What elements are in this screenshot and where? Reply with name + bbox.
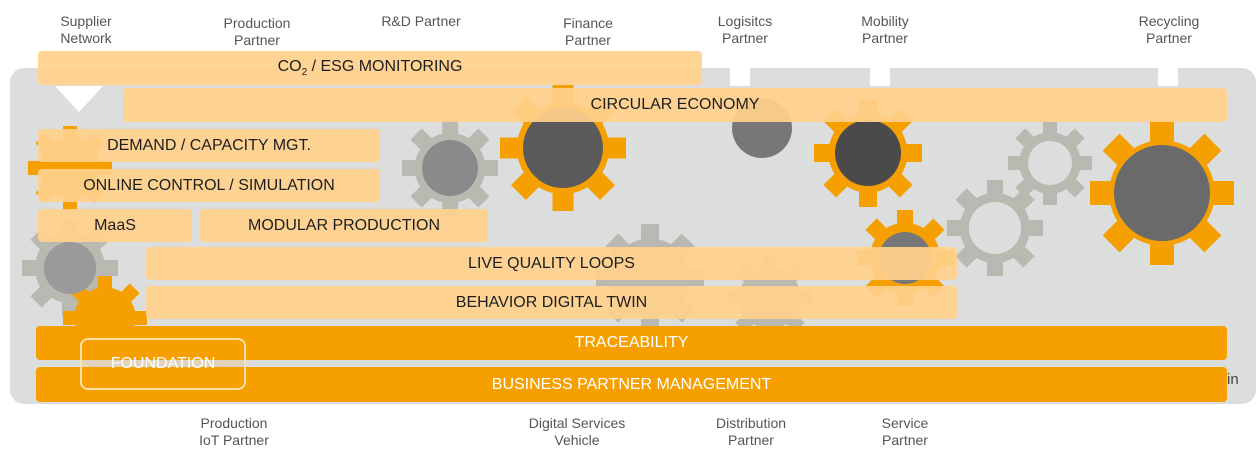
connector-stub [1158,68,1178,86]
partner-production-iot: Production IoT Partner [199,415,269,448]
partner-distribution: Distribution Partner [715,415,787,448]
twin-label: BEHAVIOR DIGITAL TWIN [455,293,648,311]
bar-co2-esg: CO2 / ESG MONITORING [38,51,702,85]
online-label: ONLINE CONTROL / SIMULATION [83,176,335,194]
foundation-label: FOUNDATION [110,355,216,372]
quality-label: LIVE QUALITY LOOPS [468,254,635,272]
bar-modular-production: MODULAR PRODUCTION [200,209,488,242]
traceability-label: TRACEABILITY [574,334,689,351]
bar-online-control: ONLINE CONTROL / SIMULATION [38,169,380,202]
connector-stub [870,68,890,86]
bar-demand-capacity: DEMAND / CAPACITY MGT. [38,129,380,162]
partner-service: Service Partner [881,415,929,448]
bar-traceability: TRACEABILITY [36,326,1227,360]
modular-label: MODULAR PRODUCTION [247,216,440,234]
demand-label: DEMAND / CAPACITY MGT. [107,136,311,154]
bar-business-partner-mgmt: BUSINESS PARTNER MANAGEMENT [36,367,1227,402]
co2-label: CO2 / ESG MONITORING [277,57,463,79]
maas-label: MaaS [94,216,136,234]
circular-label: CIRCULAR ECONOMY [590,96,760,113]
partner-logistics: Logisitcs Partner [717,13,773,46]
bar-behavior-twin: BEHAVIOR DIGITAL TWIN [146,286,957,319]
bar-circular-economy: CIRCULAR ECONOMY [123,88,1227,122]
foundation-box: FOUNDATION [80,338,246,390]
partner-finance: Finance Partner [563,15,613,48]
partner-recycling: Recycling Partner [1138,13,1200,46]
bar-maas: MaaS [38,209,192,242]
partner-supplier-network: Supplier Network [60,13,112,46]
bpm-label: BUSINESS PARTNER MANAGEMENT [491,375,772,393]
connector-stub [730,68,750,86]
down-arrow-icon [55,86,103,112]
bar-live-quality: LIVE QUALITY LOOPS [146,247,957,280]
partner-digital-services: Digital Services Vehicle [528,415,626,448]
truncated-text: in [1227,371,1239,388]
partner-rnd: R&D Partner [381,13,461,29]
partner-production: Production Partner [223,15,291,48]
partner-mobility: Mobility Partner [861,13,909,46]
